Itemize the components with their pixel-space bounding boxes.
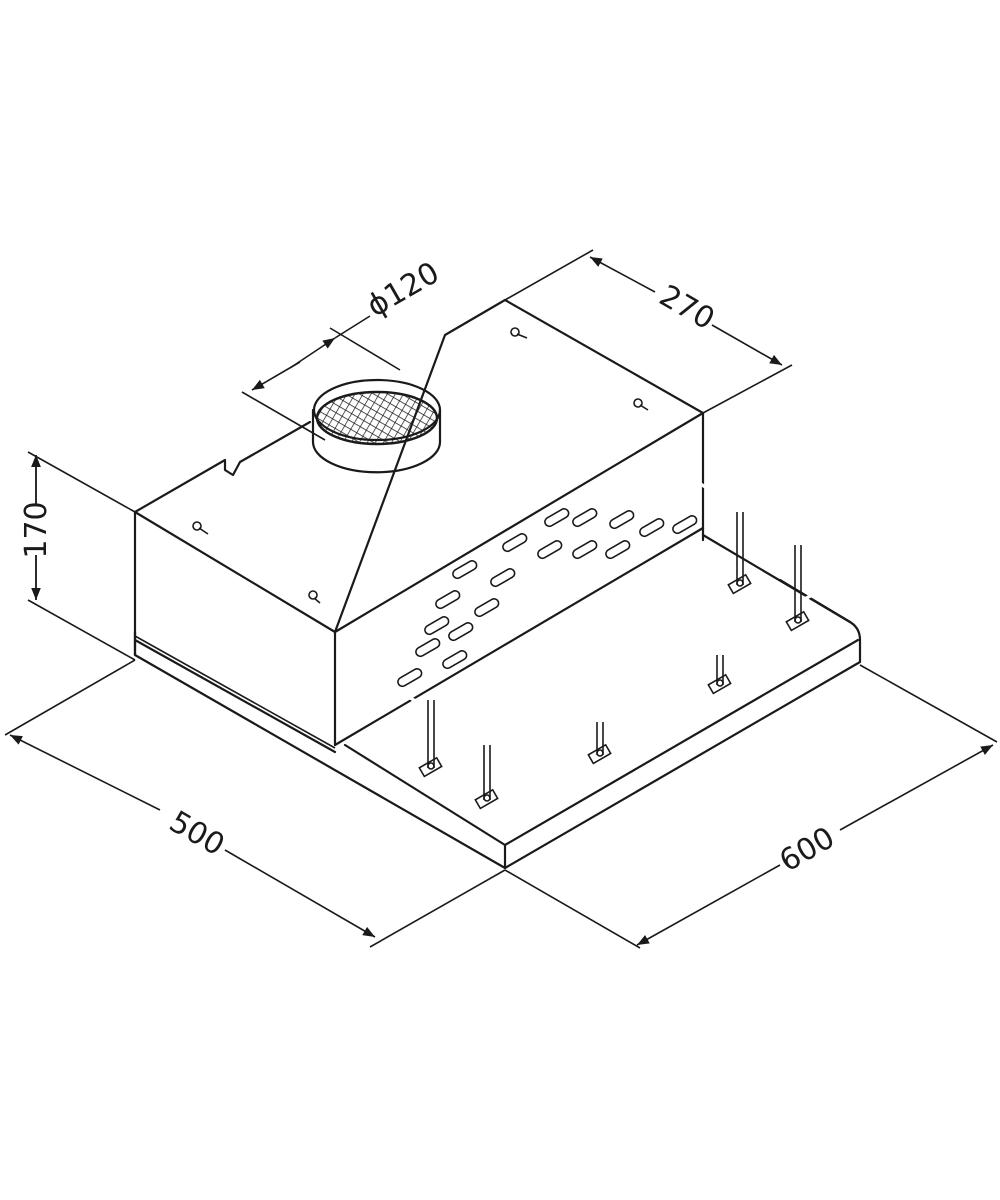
front-rail [373, 476, 844, 810]
height-label: 170 [19, 501, 54, 558]
vent-slot [435, 590, 461, 610]
keyhole-icon [510, 327, 528, 339]
width-label: 600 [774, 820, 841, 879]
vent-slot [448, 622, 474, 642]
rail-post [727, 512, 752, 595]
vent-slot [572, 540, 598, 560]
base-plate [133, 533, 862, 870]
vent-slot [502, 533, 528, 553]
dimension-motor-depth: 270 [504, 249, 793, 414]
dimension-width: 600 [504, 664, 998, 949]
vent-slot [397, 668, 423, 688]
vent-slot [452, 560, 478, 580]
rail-post [418, 700, 443, 778]
vent-slot [424, 616, 450, 636]
vent-slot [605, 540, 631, 560]
vent-slot [672, 515, 698, 535]
keyhole-icon [308, 590, 321, 604]
vent-slot [474, 598, 500, 618]
vent-slot [415, 638, 441, 658]
keyhole-icon [633, 398, 649, 411]
vent-slots [397, 508, 698, 688]
vent-slot [572, 508, 598, 528]
rail-post [707, 655, 732, 695]
duct-outlet [311, 378, 442, 474]
rail-post [474, 745, 499, 810]
motor-box [133, 298, 705, 747]
vent-slot [537, 540, 563, 560]
vent-slot [544, 508, 570, 528]
rail-post [785, 545, 810, 632]
rail-post [587, 722, 612, 765]
duct-diameter-label: ϕ120 [361, 255, 445, 324]
vent-slot [609, 510, 635, 530]
motor-depth-label: 270 [653, 278, 720, 337]
depth-label: 500 [163, 804, 230, 863]
grease-mesh [315, 390, 439, 446]
vent-slot [639, 518, 665, 538]
dimension-height: 170 [19, 452, 136, 661]
vent-slot [442, 650, 468, 670]
keyhole-icon [192, 521, 209, 535]
vent-slot [490, 568, 516, 588]
